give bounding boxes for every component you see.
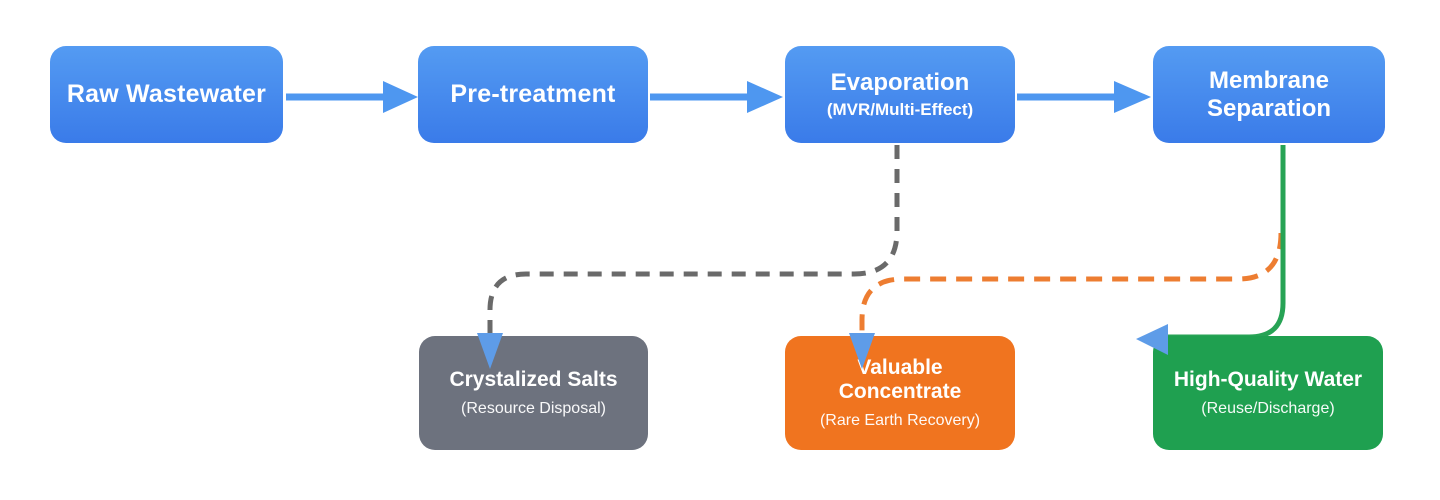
node-high-quality-water: High-Quality Water (Reuse/Discharge): [1153, 336, 1383, 450]
connector-membrane-to-water: [1163, 145, 1286, 340]
node-raw-wastewater: Raw Wastewater: [50, 46, 283, 143]
arrow-pretreatment-to-evaporation-head: [747, 81, 783, 113]
arrow-raw-to-pretreatment-head: [383, 81, 418, 113]
node-crystalized-salts: Crystalized Salts (Resource Disposal): [419, 336, 648, 450]
node-evaporation-title: Evaporation: [830, 69, 970, 96]
node-high-quality-water-title: High-Quality Water: [1173, 367, 1363, 391]
node-membrane-separation-title: Membrane Separation: [1206, 66, 1332, 122]
connector-membrane-to-concentrate: [859, 232, 1284, 336]
node-valuable-concentrate-title: Valuable Concentrate: [838, 355, 962, 403]
node-crystalized-salts-subtitle: (Resource Disposal): [461, 399, 606, 417]
node-evaporation-subtitle: (MVR/Multi-Effect): [826, 99, 974, 119]
connector-evaporation-to-salts: [487, 145, 900, 336]
node-raw-wastewater-title: Raw Wastewater: [66, 79, 267, 108]
node-high-quality-water-subtitle: (Reuse/Discharge): [1201, 399, 1335, 417]
node-valuable-concentrate-subtitle: (Rare Earth Recovery): [819, 412, 981, 430]
node-crystalized-salts-title: Crystalized Salts: [449, 367, 618, 391]
node-membrane-separation: Membrane Separation: [1153, 46, 1385, 143]
arrow-evaporation-to-membrane-head: [1114, 81, 1151, 113]
node-evaporation: Evaporation (MVR/Multi-Effect): [785, 46, 1015, 143]
node-valuable-concentrate: Valuable Concentrate (Rare Earth Recover…: [785, 336, 1015, 450]
node-pre-treatment: Pre-treatment: [418, 46, 648, 143]
node-pre-treatment-title: Pre-treatment: [450, 79, 616, 108]
